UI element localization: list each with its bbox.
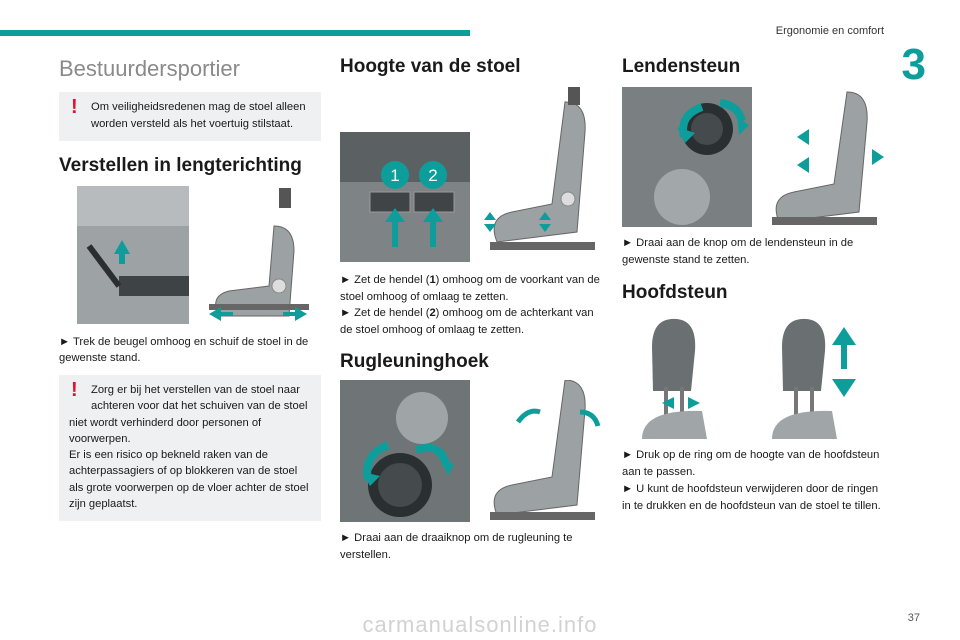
instruction-text-remove: ► U kunt de hoofdsteun verwijderen door … (622, 482, 881, 512)
seat-height-illustration: 1 2 (340, 86, 602, 262)
safety-warning-2: ! Zorg er bij het verstellen van de stoe… (59, 375, 321, 522)
text-fragment: ► Zet de hendel ( (340, 307, 430, 320)
chapter-number: 3 (901, 40, 926, 89)
warning-text-first: Zorg er bij het verstellen van de stoel … (91, 384, 308, 413)
section-heading-headrest: Hoofdsteun (622, 282, 728, 304)
instruction-text-2: ► Zet de hendel (2) omhoog om de achterk… (340, 305, 602, 339)
instruction-text-3: ► Draai aan de draaiknop om de rugleunin… (340, 531, 573, 561)
warning-icon: ! (71, 379, 78, 402)
instruction-text: ► Trek de beugel omhoog en schuif de sto… (59, 335, 309, 365)
safety-warning: ! Om veiligheidsredenen mag de stoel all… (59, 92, 321, 141)
page-number: 37 (907, 612, 920, 624)
lever-number: 1 (429, 273, 436, 286)
instruction-text-headrest: ► Druk op de ring om de hoogte van de ho… (622, 449, 880, 478)
header-accent-bar (0, 30, 470, 36)
section-heading-length: Verstellen in lengterichting (59, 154, 302, 176)
instruction-text-lumbar: ► Draai aan de knop om de lendensteun in… (622, 236, 854, 266)
warning-text: Om veiligheidsredenen mag de stoel allee… (91, 101, 306, 130)
section-header: Ergonomie en comfort (775, 25, 884, 37)
callout-1: 1 (390, 166, 399, 185)
column-middle: Hoogte van de stoel 1 2 ► Zet de hendel … (340, 56, 602, 563)
text-fragment: ► Zet de hendel ( (340, 273, 430, 286)
column-right: Lendensteun ► Draai aan de knop om de le… (622, 56, 884, 514)
page-title: Bestuurdersportier (59, 56, 240, 81)
column-left: Bestuurdersportier ! Om veiligheidsreden… (59, 56, 321, 522)
warning-icon: ! (71, 96, 78, 119)
callout-2: 2 (428, 166, 437, 185)
section-heading-height: Hoogte van de stoel (340, 56, 521, 77)
backrest-illustration (340, 379, 602, 522)
lever-number: 2 (429, 307, 436, 320)
text-fragment: ) omhoog om de voorkant van de stoel omh… (340, 273, 600, 303)
text-fragment: ) omhoog om de achterkant van de stoel o… (340, 307, 594, 337)
headrest-illustration (622, 317, 884, 440)
watermark: carmanualsonline.info (362, 612, 598, 637)
warning-text-rest: niet wordt verhinderd door personen of v… (69, 416, 262, 445)
section-heading-lumbar: Lendensteun (622, 56, 741, 77)
section-heading-backrest: Rugleuninghoek (340, 350, 489, 372)
instruction-text-1: ► Zet de hendel (1) omhoog om de voorkan… (340, 272, 602, 306)
seat-slide-illustration (59, 185, 321, 324)
lumbar-illustration (622, 86, 884, 227)
warning-text-b: Er is een risico op bekneld raken van de… (69, 449, 309, 510)
